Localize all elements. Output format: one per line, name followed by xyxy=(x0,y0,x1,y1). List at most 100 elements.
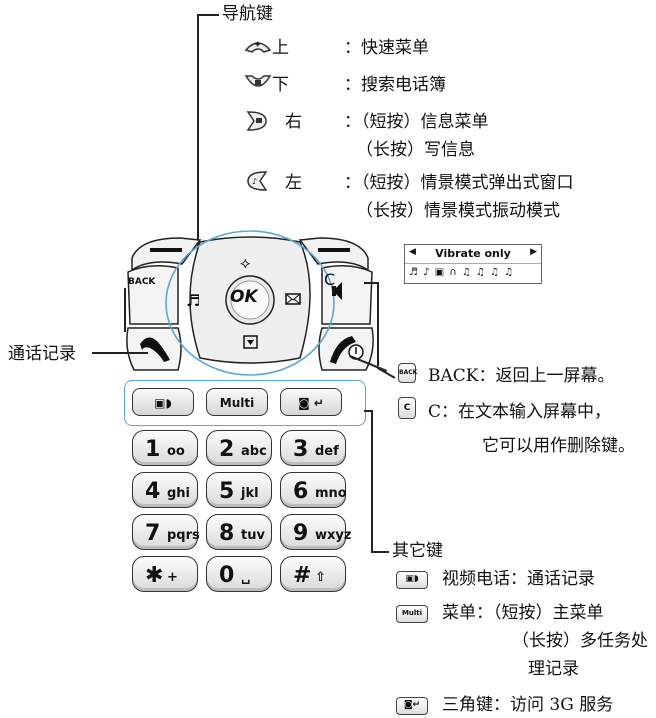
nav-title: 导航键 xyxy=(222,4,273,24)
c-description-2: 它可以用作删除键。 xyxy=(482,436,635,456)
keypad-key[interactable]: 0␣ xyxy=(206,556,272,592)
keypad-key[interactable]: 3 def xyxy=(280,430,346,466)
keypad-key-letters: mno xyxy=(315,486,347,501)
video-call-mini-icon: ▣◗ xyxy=(396,571,428,589)
keypad-key-number: 5 xyxy=(219,479,235,504)
call-log-leader xyxy=(92,352,148,354)
keypad-key-number: ✱ xyxy=(145,563,164,588)
triangle-description: 三角键：访问 3G 服务 xyxy=(442,695,614,715)
keypad-key-number: 8 xyxy=(219,521,235,546)
keypad-key-letters: def xyxy=(315,444,339,459)
menu-mini-icon: Multi xyxy=(396,605,428,623)
keypad-key[interactable]: 6 mno xyxy=(280,472,347,508)
svg-text:◈: ◈ xyxy=(255,40,261,48)
camera-enter-icon: ◙ ↵ xyxy=(298,396,324,410)
nav-right-description-1: ：（短按）信息菜单 xyxy=(344,112,489,132)
keypad-key-number: 4 xyxy=(145,479,161,504)
nav-up-icon: ◈ xyxy=(244,40,272,53)
keypad-key-letters: oo xyxy=(167,444,185,459)
keypad-key-number: 1 xyxy=(145,437,161,462)
keypad-key[interactable]: ✱+ xyxy=(132,556,198,592)
nav-right-icon xyxy=(246,111,267,131)
nav-right-direction: 右 xyxy=(285,112,302,132)
popup-label: Vibrate only xyxy=(435,247,511,260)
menu-description-1: 菜单：（短按）主菜单 xyxy=(442,603,604,623)
menu-multi-label: Multi xyxy=(219,396,255,410)
phone-nav-cluster: ⟡ ♬ xyxy=(126,230,374,376)
keypad-key-letters: ␣ xyxy=(241,570,251,585)
back-key-icon: BACK xyxy=(398,363,417,383)
left-soft-key xyxy=(131,237,202,272)
menu-multi-key[interactable]: Multi xyxy=(206,388,268,416)
nav-leader-horizontal xyxy=(197,14,219,16)
profile-icons-row: ♬ ♪ ▣ ∩ ♫ ♫ ♫ ♫ xyxy=(409,267,515,278)
back-key-label: BACK xyxy=(128,277,156,287)
keypad-key-number: 9 xyxy=(293,521,309,546)
phonebook-icon xyxy=(243,335,258,349)
volume-icon xyxy=(332,286,336,296)
c-key-icon: C xyxy=(398,397,416,419)
keypad-key-letters: abc xyxy=(241,444,267,459)
keypad-key[interactable]: 5 jkl xyxy=(206,472,272,508)
svg-text:♪: ♪ xyxy=(252,177,257,186)
menu-description-3: 理记录 xyxy=(528,659,579,679)
keypad-key[interactable]: 1 oo xyxy=(132,430,198,466)
keypad-key-number: 7 xyxy=(145,521,161,546)
nav-up-direction: 上 xyxy=(272,38,289,58)
video-call-description: 视频电话：通话记录 xyxy=(442,569,595,589)
keypad-key-letters: jkl xyxy=(241,486,259,501)
nav-left-direction: 左 xyxy=(285,173,302,193)
other-keys-leader-horizontal xyxy=(371,551,389,553)
nav-down-icon xyxy=(244,75,272,87)
back-description: BACK：返回上一屏幕。 xyxy=(428,366,615,386)
keypad-key-number: # xyxy=(293,563,312,588)
profile-note-icon: ♬ xyxy=(186,291,200,310)
call-log-label: 通话记录 xyxy=(8,344,76,364)
video-call-icon: ▣◗ xyxy=(154,396,172,410)
message-envelope-icon xyxy=(285,293,301,305)
c-key-label: C xyxy=(324,270,336,289)
function-keys-box xyxy=(124,380,366,426)
keypad-key-letters: tuv xyxy=(241,528,265,543)
nav-left-icon: ♪ xyxy=(247,171,268,191)
other-keys-title: 其它键 xyxy=(392,541,443,561)
other-keys-leader-top xyxy=(364,410,372,412)
nav-down-direction: 下 xyxy=(272,75,289,95)
nav-highlight-ellipse xyxy=(165,230,335,376)
quick-menu-icon: ⟡ xyxy=(240,253,251,272)
keypad-key[interactable]: 7 pqrs xyxy=(132,514,200,550)
c-description-1: C：在文本输入屏幕中， xyxy=(428,402,612,422)
keypad-key-letters: pqrs xyxy=(167,528,200,543)
keypad-key-letters: wxyz xyxy=(315,528,352,543)
keypad-key[interactable]: 8 tuv xyxy=(206,514,272,550)
keypad-key-number: 2 xyxy=(219,437,235,462)
keypad-key[interactable]: 2 abc xyxy=(206,430,272,466)
popup-left-arrow-icon: ◀ xyxy=(409,247,416,257)
nav-right-description-2: （长按）写信息 xyxy=(356,140,475,160)
back-key xyxy=(127,265,179,325)
c-key xyxy=(321,265,373,325)
popup-right-arrow-icon: ▶ xyxy=(530,247,537,257)
end-key xyxy=(318,327,374,371)
keypad-key[interactable]: #⇧ xyxy=(280,556,346,592)
keypad-key-number: 6 xyxy=(293,479,309,504)
back-leader-vertical xyxy=(124,288,126,332)
keypad-key-number: 3 xyxy=(293,437,309,462)
nav-down-description: ：搜索电话簿 xyxy=(344,75,446,95)
other-keys-leader-vertical xyxy=(371,410,373,552)
ok-key-label: OK xyxy=(230,287,258,307)
c-leader-vertical xyxy=(377,282,379,366)
keypad-key-number: 0 xyxy=(219,563,235,588)
c-leader-horizontal xyxy=(364,282,378,284)
video-call-key[interactable]: ▣◗ xyxy=(132,388,194,416)
keypad-key[interactable]: 9 wxyz xyxy=(280,514,351,550)
keypad-key-letters: + xyxy=(167,570,178,585)
nav-leader-vertical xyxy=(197,14,199,250)
triangle-3g-key[interactable]: ◙ ↵ xyxy=(280,388,342,416)
menu-description-2: （长按）多任务处 xyxy=(512,631,648,651)
triangle-mini-icon: ◙↵ xyxy=(396,697,428,715)
nav-left-description-2: （长按）情景模式振动模式 xyxy=(356,201,560,221)
nav-left-description-1: ：（短按）情景模式弹出式窗口 xyxy=(344,173,574,193)
vibrate-only-popup: ◀ Vibrate only ▶ ♬ ♪ ▣ ∩ ♫ ♫ ♫ ♫ xyxy=(404,244,542,284)
